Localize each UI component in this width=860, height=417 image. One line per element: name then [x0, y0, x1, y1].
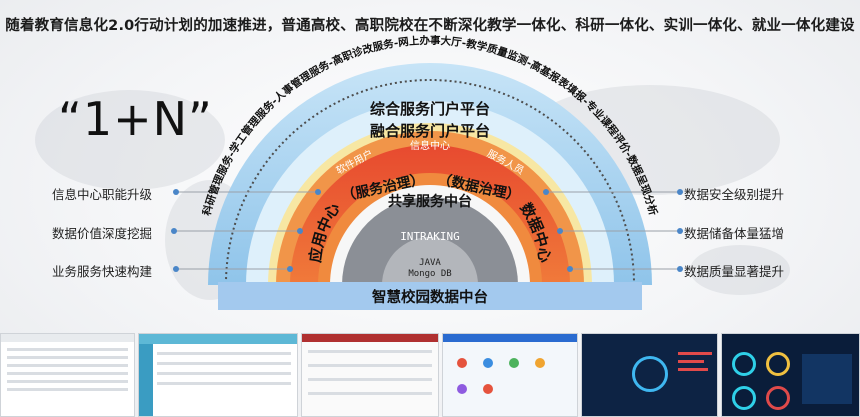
headline: 随着教育信息化2.0行动计划的加速推进，普通高校、高职院校在不断深化教学一体化、…: [5, 18, 855, 34]
thumbnail-report-form[interactable]: [0, 333, 135, 417]
right-item-2: 数据储备体量猛增: [684, 226, 785, 241]
thumbnail-dashboard-dark-2[interactable]: [721, 333, 860, 417]
thumbnail-dashboard-dark-1[interactable]: [581, 333, 718, 417]
brand-title: “1+N”: [58, 92, 213, 146]
core-dome: [382, 237, 478, 285]
core-java-label: JAVA: [419, 258, 441, 268]
thumbnail-data-table[interactable]: [138, 333, 298, 417]
outer-portal-label: 综合服务门户平台: [370, 100, 490, 118]
left-item-3: 业务服务快速构建: [52, 264, 153, 279]
base-label: 智慧校园数据中台: [372, 288, 488, 306]
screenshot-thumbnails: [0, 333, 860, 417]
right-item-3: 数据质量显著提升: [684, 264, 785, 279]
fusion-portal-label: 融合服务门户平台: [370, 122, 490, 140]
right-item-1: 数据安全级别提升: [684, 187, 785, 202]
intraking-label: INTRAKING: [400, 230, 460, 243]
base-bar: [218, 282, 642, 310]
thumbnail-app-portal[interactable]: [301, 333, 439, 417]
shared-platform-label: 共享服务中台: [388, 193, 472, 210]
info-center-label: 信息中心: [410, 139, 450, 152]
left-item-2: 数据价值深度挖掘: [52, 226, 153, 241]
core-mongo-label: Mongo DB: [408, 269, 451, 279]
thumbnail-icon-portal[interactable]: [442, 333, 578, 417]
left-item-1: 信息中心职能升级: [52, 187, 153, 202]
platform-diagram: 科研管理服务-学工管理服务-人事管理服务-高职诊改服务-网上办事大厅-教学质量监…: [171, 34, 683, 310]
